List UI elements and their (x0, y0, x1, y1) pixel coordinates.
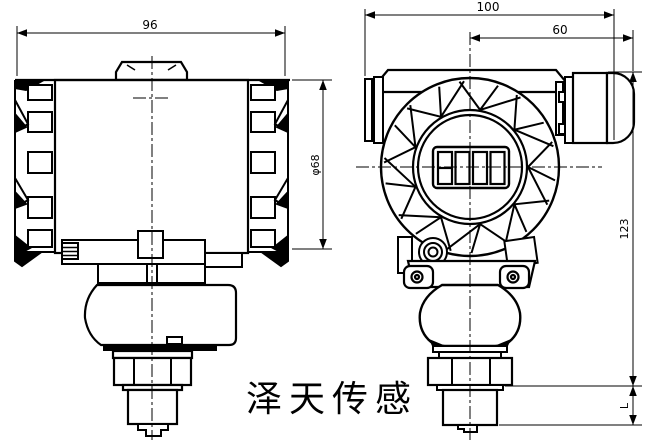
dim-label-L: L (618, 402, 631, 409)
dimension-width-96: 96 (16, 18, 286, 76)
dim-label-96: 96 (142, 18, 157, 32)
dimension-height-123: 123 (505, 71, 642, 387)
dim-label-60: 60 (552, 23, 567, 37)
terminal-bracket-side (61, 230, 243, 285)
dimension-width-60: 60 (470, 23, 634, 71)
watermark-text: 泽天传感 (246, 379, 418, 420)
process-connection-side (83, 283, 238, 437)
centerlines-side (133, 56, 170, 440)
centerlines-front (356, 32, 602, 440)
front-view: 100 60 123 L (356, 0, 642, 440)
mounting-bracket (402, 259, 537, 290)
dimension-diameter-68: φ68 (292, 79, 332, 250)
left-cover-fins (14, 80, 55, 268)
right-cover-fins (248, 80, 289, 268)
dimension-thread-length-L: L (499, 386, 642, 426)
bolt-hole-left (410, 270, 424, 284)
dim-label-100: 100 (477, 0, 500, 14)
bolt-hole-right (506, 270, 520, 284)
dim-label-123: 123 (618, 219, 631, 240)
side-view: 96 φ68 (14, 18, 332, 440)
dim-label-phi68: φ68 (309, 154, 322, 175)
dimension-width-100: 100 (364, 0, 615, 140)
left-flange-ribs (364, 76, 384, 144)
cable-gland (555, 71, 636, 145)
